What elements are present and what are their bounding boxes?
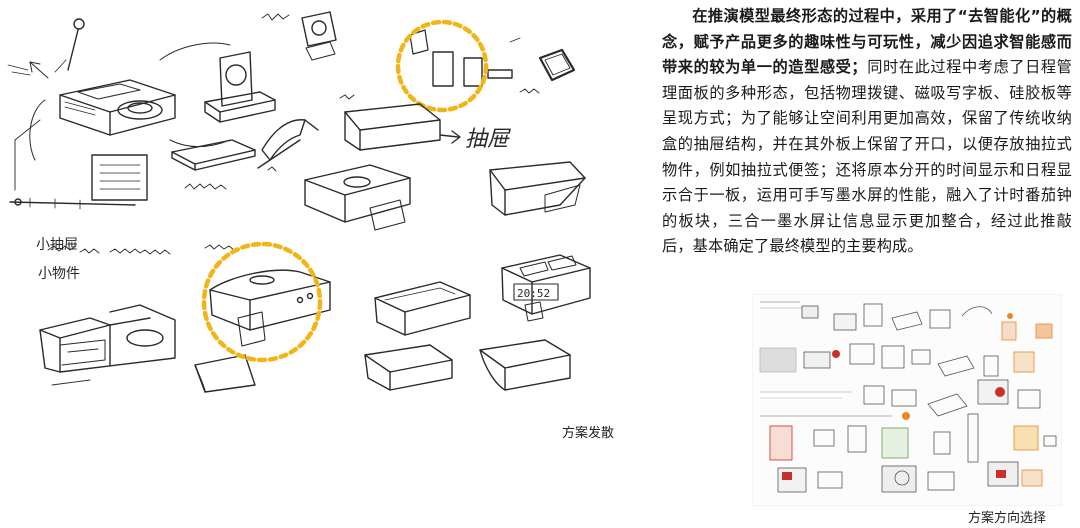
description-paragraph: 在推演模型最终形态的过程中，采用了“去智能化”的概念，赋予产品更多的趣味性与可玩… <box>662 4 1072 260</box>
sketch-stand-device <box>204 51 276 123</box>
caption-direction-selection: 方案方向选择 <box>968 511 1047 526</box>
sketch-arrows-cluster <box>7 42 231 161</box>
sketch-timeline <box>9 119 136 210</box>
highlight-circle-bottom <box>201 241 323 363</box>
paragraph-body: 同时在此过程中考虑了日程管理面板的多种形态，包括物理拨键、磁吸写字板、硅胶板等呈… <box>662 58 1073 256</box>
sketch-box-center <box>304 164 411 231</box>
direction-selection-collage <box>751 293 1063 507</box>
sketch-label-small-drawer: 小抽屉 <box>36 237 78 253</box>
sketch-schedule-panel <box>91 154 148 201</box>
sketch-flat-box <box>374 281 471 336</box>
sketch-clock-digits: 20:52 <box>517 287 550 300</box>
sketch-large-desk-box <box>39 304 176 386</box>
sketch-drawer-wedge <box>344 103 461 151</box>
sketch-main-device <box>59 79 176 136</box>
sketch-square-clock <box>509 37 576 82</box>
sketch-labels-small: 小抽屉 小物件 <box>36 237 80 282</box>
sketch-curve-stand <box>257 119 319 169</box>
sketch-tray-low-1 <box>364 344 453 391</box>
paragraph-bold-lead: 在推演模型最终形态的过程中，采用了“去智能化”的概念，赋予产品更多的趣味性与可玩… <box>662 7 1072 77</box>
design-sketches: 抽屉 小抽屉 小物件 <box>7 11 591 393</box>
sketch-label-small-items: 小物件 <box>38 266 80 282</box>
sketch-label-drawer: 抽屉 <box>465 127 511 152</box>
sketch-panel-variants <box>409 29 513 87</box>
sketch-tray-low-2 <box>479 339 571 391</box>
sketch-handwriting <box>47 13 540 255</box>
sketch-board: 抽屉 小抽屉 小物件 <box>7 11 615 441</box>
sketch-drawer-box-highlight <box>209 269 331 347</box>
sketch-wedge-right <box>489 161 586 216</box>
caption-scheme-divergence: 方案发散 <box>562 426 615 441</box>
sketch-curved-tray <box>194 354 256 393</box>
sketch-clock-box <box>501 254 591 322</box>
sketch-pen-stick <box>54 18 85 73</box>
sketch-small-clock <box>301 11 337 61</box>
collage-thumbnails <box>751 293 1063 507</box>
highlight-circle-top <box>395 19 489 113</box>
sketch-tablet <box>171 139 256 171</box>
